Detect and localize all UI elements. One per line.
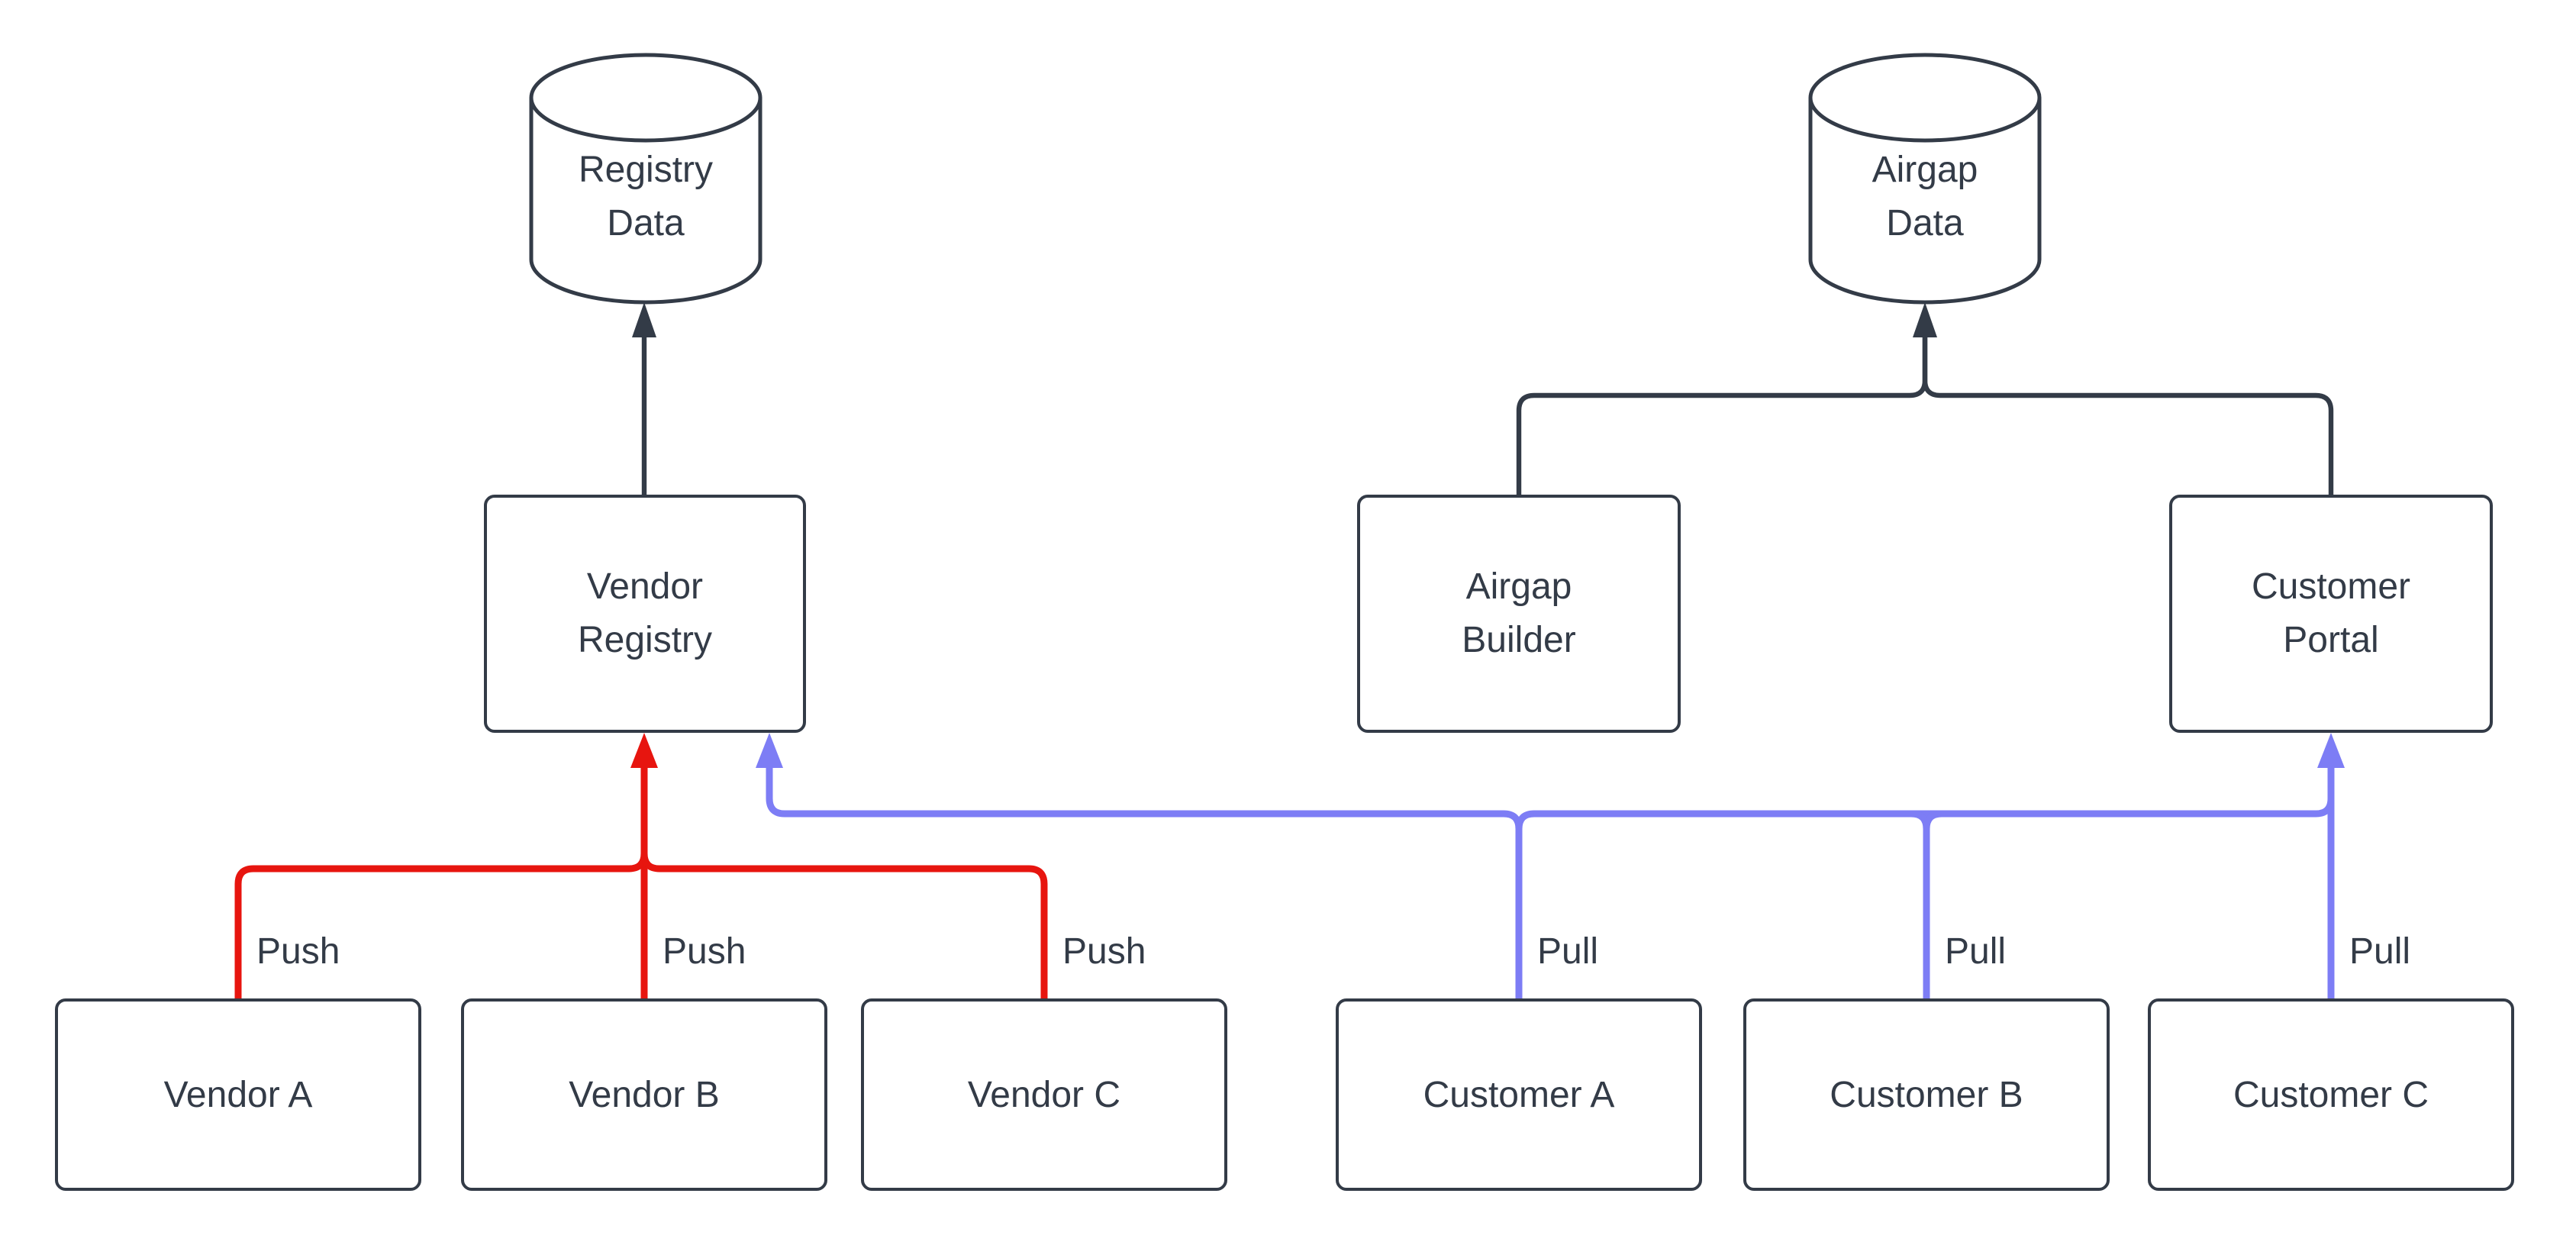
datastore-label: Airgap	[1872, 150, 1978, 191]
dark-edges	[632, 302, 2334, 495]
node-label: Airgap	[1465, 566, 1572, 608]
node-label: Customer C	[2233, 1074, 2429, 1115]
edge-airgap-builder-to-airgap-data	[1516, 337, 1928, 495]
node-vendor-c: Vendor C	[861, 998, 1227, 1191]
edge-customer-b-pull-fillet	[1679, 810, 1930, 998]
pull-label-customer-c: Pull	[2349, 931, 2411, 973]
datastore-registry-data-shape	[529, 53, 762, 305]
node-label: Registry	[577, 620, 713, 661]
node-label-lines: Airgap Builder	[1462, 560, 1575, 667]
node-vendor-a: Vendor A	[55, 998, 421, 1191]
node-customer-b: Customer B	[1743, 998, 2110, 1191]
node-label-lines: Vendor Registry	[578, 560, 712, 667]
pull-label-customer-a: Pull	[1537, 931, 1599, 973]
node-label-lines: Customer Portal	[2252, 560, 2410, 667]
datastore-label: Registry	[578, 150, 714, 191]
datastore-label: Data	[1886, 203, 1964, 244]
push-label-vendor-c: Push	[1062, 931, 1146, 973]
node-airgap-builder: Airgap Builder	[1357, 495, 1681, 733]
arrowhead-pull-customer-portal	[2317, 733, 2345, 768]
node-label: Vendor	[586, 566, 704, 608]
node-label: Customer A	[1423, 1074, 1615, 1115]
node-customer-a: Customer A	[1336, 998, 1702, 1191]
node-customer-portal: Customer Portal	[2169, 495, 2493, 733]
arrowhead-registry-data	[632, 302, 656, 337]
cylinder-registry-data-top-arc	[529, 97, 762, 143]
node-label: Portal	[2283, 620, 2379, 661]
edge-customer-portal-to-airgap-data	[1922, 337, 2334, 495]
arrowhead-push-vendor-registry	[630, 733, 658, 768]
node-vendor-b: Vendor B	[461, 998, 827, 1191]
node-label: Vendor C	[967, 1074, 1121, 1115]
node-label: Vendor B	[569, 1074, 720, 1115]
datastore-label: Data	[607, 203, 685, 244]
cylinder-airgap-data	[1808, 53, 2042, 305]
pull-label-customer-b: Pull	[1945, 931, 2007, 973]
node-label: Customer B	[1830, 1074, 2023, 1115]
node-label: Builder	[1462, 620, 1576, 661]
datastore-airgap-data-shape	[1808, 53, 2042, 305]
blue-pull-edges	[756, 733, 2345, 998]
datastore-airgap-data: Airgap Data	[1810, 92, 2039, 302]
node-customer-c: Customer C	[2148, 998, 2514, 1191]
cylinder-airgap-data-top-arc	[1808, 97, 2042, 143]
push-label-vendor-a: Push	[256, 931, 340, 973]
arrowhead-pull-vendor-registry	[756, 733, 783, 768]
node-label: Vendor A	[163, 1074, 313, 1115]
node-vendor-registry: Vendor Registry	[484, 495, 806, 733]
edge-vendor-c-push	[640, 766, 1048, 998]
cylinder-registry-data	[529, 53, 762, 305]
push-label-vendor-b: Push	[663, 931, 746, 973]
arrowhead-airgap-data	[1913, 302, 1937, 337]
red-push-edges	[234, 733, 1048, 998]
node-label: Customer	[2251, 566, 2411, 608]
datastore-registry-data: Registry Data	[531, 92, 760, 302]
